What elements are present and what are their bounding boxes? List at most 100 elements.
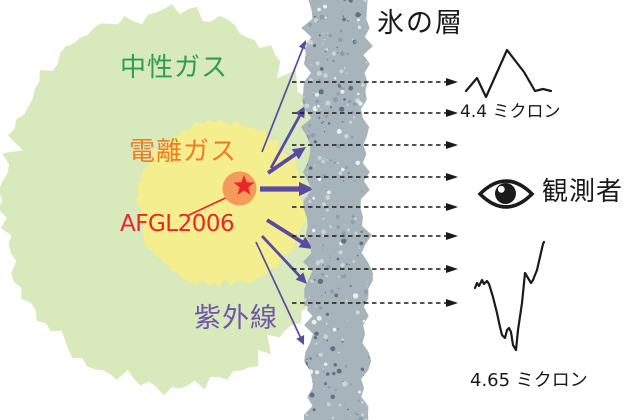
ice-speckle [360,367,365,371]
ice-speckle [363,289,369,295]
ice-speckle [348,85,354,91]
ice-speckle [329,256,332,259]
ice-speckle [328,254,330,256]
ice-speckle [345,299,348,302]
ice-speckle [346,319,348,321]
ice-speckle [357,92,360,96]
ice-speckle [371,213,373,219]
ice-speckle [354,217,357,221]
ice-speckle [364,56,368,60]
ice-speckle [339,106,345,112]
ice-speckle [366,405,368,407]
ice-speckle [318,352,323,357]
ice-speckle [324,130,326,133]
ice-speckle [354,231,358,235]
ice-speckle [302,382,306,386]
ice-speckle [303,16,308,22]
ice-speckle [329,106,332,109]
ice-speckle [329,289,334,294]
ice-speckle [376,362,380,366]
ice-speckle [355,160,361,166]
wavelength-4-65-label: 4.65 ミクロン [470,370,588,391]
ice-speckle [319,306,323,310]
uv-arrow-head [296,335,305,345]
ice-speckle [361,83,365,87]
ice-speckle [368,356,370,358]
ice-speckle [367,131,371,135]
ice-speckle [311,382,314,386]
ice-speckle [373,369,375,371]
ice-speckle [349,284,352,287]
ice-speckle [367,73,373,79]
ice-speckle [314,92,319,97]
ice-speckle [310,132,316,138]
ice-speckle [316,355,318,357]
wavelength-4-4-label: 4.4 ミクロン [460,102,561,122]
dashed-ray-head [446,265,458,273]
ice-speckle [372,325,373,329]
ice-speckle [307,381,310,384]
ice-speckle [325,47,329,52]
ice-speckle [361,191,364,193]
ice-speckle [362,316,364,318]
ice-speckle [347,408,349,411]
uv-arrow [260,235,302,278]
ice-speckle [302,57,304,59]
ice-speckle [352,215,355,217]
ice-speckle [375,346,378,349]
ice-speckle [308,166,313,170]
ice-speckle [341,340,344,343]
ice-speckle [294,408,298,412]
ice-speckle [357,25,362,29]
ice-speckle [318,116,321,119]
ice-speckle [328,33,333,38]
ice-speckle [314,331,319,336]
ice-speckle [349,383,353,386]
ice-speckle [346,104,349,106]
ice-speckle [365,211,369,215]
ice-speckle [324,382,327,386]
dashed-ray-head [446,78,458,86]
ice-speckle [306,171,308,174]
ice-speckle [342,17,346,22]
ice-speckle [300,402,303,405]
ice-speckle [321,272,324,276]
ice-speckle [329,225,332,228]
dashed-ray-head [446,141,458,149]
ice-speckle [321,234,325,237]
ice-speckle [348,0,353,3]
ice-speckle [299,33,300,34]
ice-speckle [305,413,308,417]
ice-speckle [374,296,377,299]
ice-speckle [334,162,336,164]
ice-speckle [313,279,316,281]
uv-arrow [265,218,304,245]
ice-speckle [318,79,321,82]
ice-speckle [338,171,343,176]
ice-speckle [301,395,305,399]
ice-speckle [320,294,323,297]
ice-speckle [372,73,373,75]
uv-arrow-head [298,236,313,249]
ice-layer-label: 氷の層 [377,8,464,39]
ice-speckle [354,40,357,44]
ice-speckle [366,284,368,287]
ice-speckle [331,51,337,56]
ice-speckle [303,361,309,367]
neutral-gas-label: 中性ガス [120,53,229,83]
ice-speckle [296,70,301,75]
ice-speckle [308,23,313,27]
ice-speckle [315,99,320,104]
ice-speckle [369,149,371,151]
observer-label: 観測者 [542,177,624,207]
ice-speckle [325,274,328,278]
ice-speckle [326,339,329,342]
ice-speckle [308,123,311,127]
ice-speckle [306,332,311,337]
dashed-ray-head [446,203,458,211]
ice-speckle [336,129,342,134]
ice-speckle [330,346,336,352]
ice-speckle [315,305,317,307]
ice-speckle [345,98,347,100]
ice-speckle [322,217,325,220]
